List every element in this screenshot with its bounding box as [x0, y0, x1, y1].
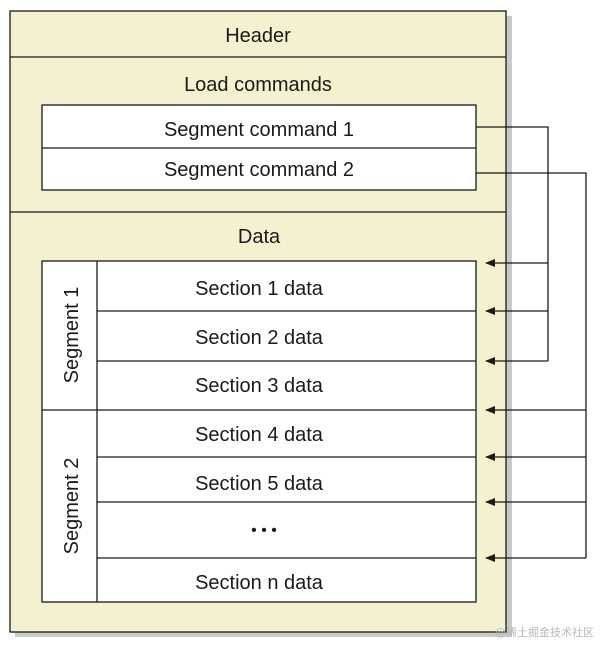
load-commands-label: Load commands [184, 74, 332, 96]
segment-command-1-label: Segment command 1 [164, 119, 354, 141]
segment-command-1-connector [476, 126, 549, 365]
segments-box [41, 260, 477, 603]
section-1-label: Section 1 data [195, 278, 324, 300]
segment-command-2-connector [476, 172, 587, 562]
header-label: Header [225, 25, 291, 47]
segment-2-label: Segment 2 [61, 458, 83, 555]
section-2-label: Section 2 data [195, 327, 324, 349]
ellipsis-label: • • • [251, 522, 277, 539]
watermark-text: @稀土掘金技术社区 [495, 625, 594, 639]
segment-1-label: Segment 1 [61, 287, 83, 384]
section-4-label: Section 4 data [195, 424, 324, 446]
data-label: Data [238, 226, 281, 248]
section-n-label: Section n data [195, 572, 324, 594]
segment-command-2-label: Segment command 2 [164, 159, 354, 181]
section-3-label: Section 3 data [195, 375, 324, 397]
section-5-label: Section 5 data [195, 473, 324, 495]
